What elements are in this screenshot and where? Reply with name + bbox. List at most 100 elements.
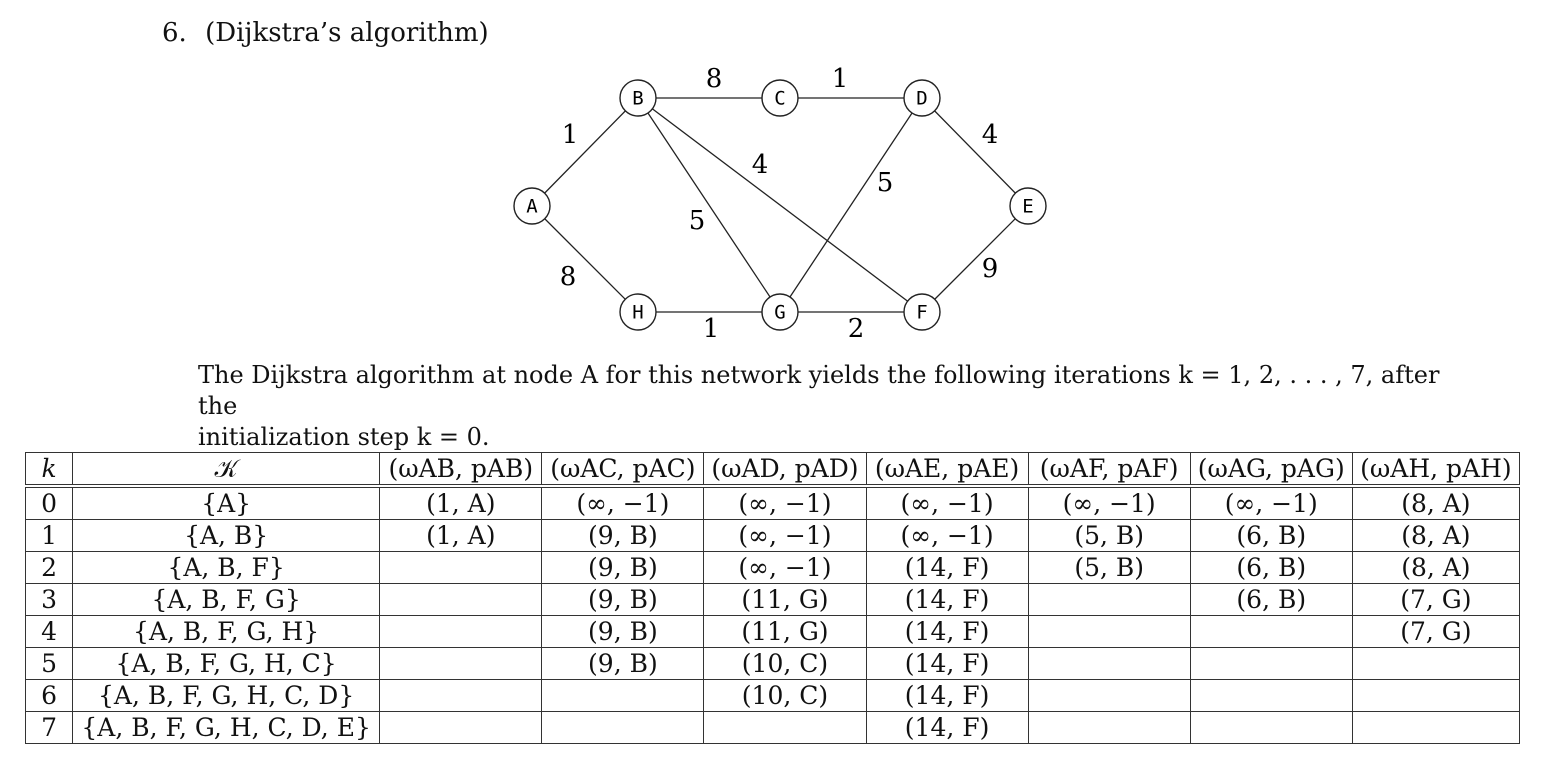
- table-cell: (8, A): [1351, 484, 1521, 520]
- table-cell: (14, F): [865, 551, 1029, 584]
- table-cell-set: {A, B, F}: [72, 551, 381, 584]
- node-label-c: C: [774, 88, 785, 110]
- table-cell: (1, A): [379, 484, 543, 520]
- table-cell: [703, 711, 867, 744]
- caption-line-1: The Dijkstra algorithm at node A for thi…: [198, 361, 1440, 420]
- table-header-cell: (ωAF, pAF): [1027, 452, 1191, 487]
- table-cell: [379, 615, 543, 648]
- edge-weight-b-c: 8: [706, 64, 723, 94]
- table-cell: [1351, 647, 1521, 680]
- edge-weight-c-d: 1: [832, 64, 849, 94]
- edges-layer: [531, 97, 1029, 313]
- table-row: 7{A, B, F, G, H, C, D, E} (14, F): [24, 711, 1521, 744]
- table-cell-set: {A, B, F, G, H, C, D}: [72, 679, 381, 712]
- node-h: H: [619, 293, 657, 331]
- edge-weight-a-h: 8: [560, 262, 577, 292]
- table-cell: [379, 711, 543, 744]
- table-header-cell: (ωAC, pAC): [541, 452, 705, 487]
- table-cell-set: {A, B, F, G, H, C, D, E}: [72, 711, 381, 744]
- table-cell: [1027, 679, 1191, 712]
- table-cell: [379, 647, 543, 680]
- node-e: E: [1009, 187, 1047, 225]
- node-label-a: A: [526, 196, 538, 218]
- table-cell: (14, F): [865, 583, 1029, 616]
- table-header-cell: (ωAB, pAB): [379, 452, 543, 487]
- table-cell: (9, B): [541, 519, 705, 552]
- node-circle-d: [903, 79, 941, 117]
- table-cell-k: 0: [24, 484, 74, 520]
- table-cell: [1189, 615, 1353, 648]
- node-label-g: G: [774, 302, 785, 324]
- table-row: 5{A, B, F, G, H, C}(9, B)(10, C)(14, F): [24, 647, 1521, 680]
- node-circle-f: [903, 293, 941, 331]
- table-row: 0{A}(1, A)(∞, −1)(∞, −1)(∞, −1)(∞, −1)(∞…: [24, 484, 1521, 520]
- table-cell: [1189, 711, 1353, 744]
- table-cell: (11, G): [703, 615, 867, 648]
- table-row: 6{A, B, F, G, H, C, D}(10, C)(14, F): [24, 679, 1521, 712]
- table-cell: (10, C): [703, 679, 867, 712]
- edge-weight-a-b: 1: [562, 120, 579, 150]
- node-label-e: E: [1022, 196, 1033, 218]
- table-cell: (6, B): [1189, 583, 1353, 616]
- table-cell-set: {A, B, F, G, H}: [72, 615, 381, 648]
- node-d: D: [903, 79, 941, 117]
- table-cell: (∞, −1): [1027, 484, 1191, 520]
- caption-line-2: initialization step k = 0.: [198, 423, 490, 451]
- problem-header: 6. (Dijkstra’s algorithm): [162, 18, 489, 48]
- table-cell-k: 4: [24, 615, 74, 648]
- table-cell: (∞, −1): [703, 519, 867, 552]
- table-cell-k: 5: [24, 647, 74, 680]
- table-cell: [1189, 679, 1353, 712]
- table-cell: (∞, −1): [703, 484, 867, 520]
- table-cell: (10, C): [703, 647, 867, 680]
- edge-weight-h-g: 1: [703, 314, 720, 344]
- node-label-f: F: [916, 302, 927, 324]
- table-cell: (5, B): [1027, 519, 1191, 552]
- table-cell: (9, B): [541, 647, 705, 680]
- edge-d-g: [779, 97, 923, 313]
- table-cell: (∞, −1): [703, 551, 867, 584]
- table-cell: [1351, 679, 1521, 712]
- edge-a-h: [531, 205, 639, 313]
- node-circle-e: [1009, 187, 1047, 225]
- table-cell: (5, B): [1027, 551, 1191, 584]
- table-cell: [379, 551, 543, 584]
- table-row: 2{A, B, F}(9, B)(∞, −1)(14, F)(5, B)(6, …: [24, 551, 1521, 584]
- table-cell: (1, A): [379, 519, 543, 552]
- table-cell-set: {A}: [72, 484, 381, 520]
- table-cell: (∞, −1): [865, 519, 1029, 552]
- edge-e-f: [921, 205, 1029, 313]
- edge-weight-b-f: 4: [752, 150, 769, 180]
- node-label-h: H: [632, 302, 643, 324]
- node-label-d: D: [916, 88, 927, 110]
- node-circle-a: [513, 187, 551, 225]
- node-label-b: B: [632, 88, 643, 110]
- table-cell-k: 7: [24, 711, 74, 744]
- table-cell: (7, G): [1351, 583, 1521, 616]
- table-row: 3{A, B, F, G}(9, B)(11, G)(14, F)(6, B)(…: [24, 583, 1521, 616]
- node-g: G: [761, 293, 799, 331]
- table-cell-set: {A, B}: [72, 519, 381, 552]
- node-b: B: [619, 79, 657, 117]
- table-cell: (9, B): [541, 615, 705, 648]
- table-cell: (7, G): [1351, 615, 1521, 648]
- table-cell-set: {A, B, F, G, H, C}: [72, 647, 381, 680]
- node-circle-b: [619, 79, 657, 117]
- table-cell-set: {A, B, F, G}: [72, 583, 381, 616]
- table-cell: (∞, −1): [541, 484, 705, 520]
- node-circle-g: [761, 293, 799, 331]
- edge-a-b: [531, 97, 639, 207]
- edge-weight-g-f: 2: [848, 314, 865, 344]
- table-cell: (14, F): [865, 711, 1029, 744]
- table-cell: [1027, 583, 1191, 616]
- edge-weight-b-g: 5: [689, 206, 706, 236]
- table-cell: (11, G): [703, 583, 867, 616]
- edge-b-f: [637, 97, 923, 313]
- table-cell: (9, B): [541, 551, 705, 584]
- table-header-cell: 𝒦: [72, 452, 381, 487]
- table-cell: [541, 679, 705, 712]
- table-cell: (8, A): [1351, 519, 1521, 552]
